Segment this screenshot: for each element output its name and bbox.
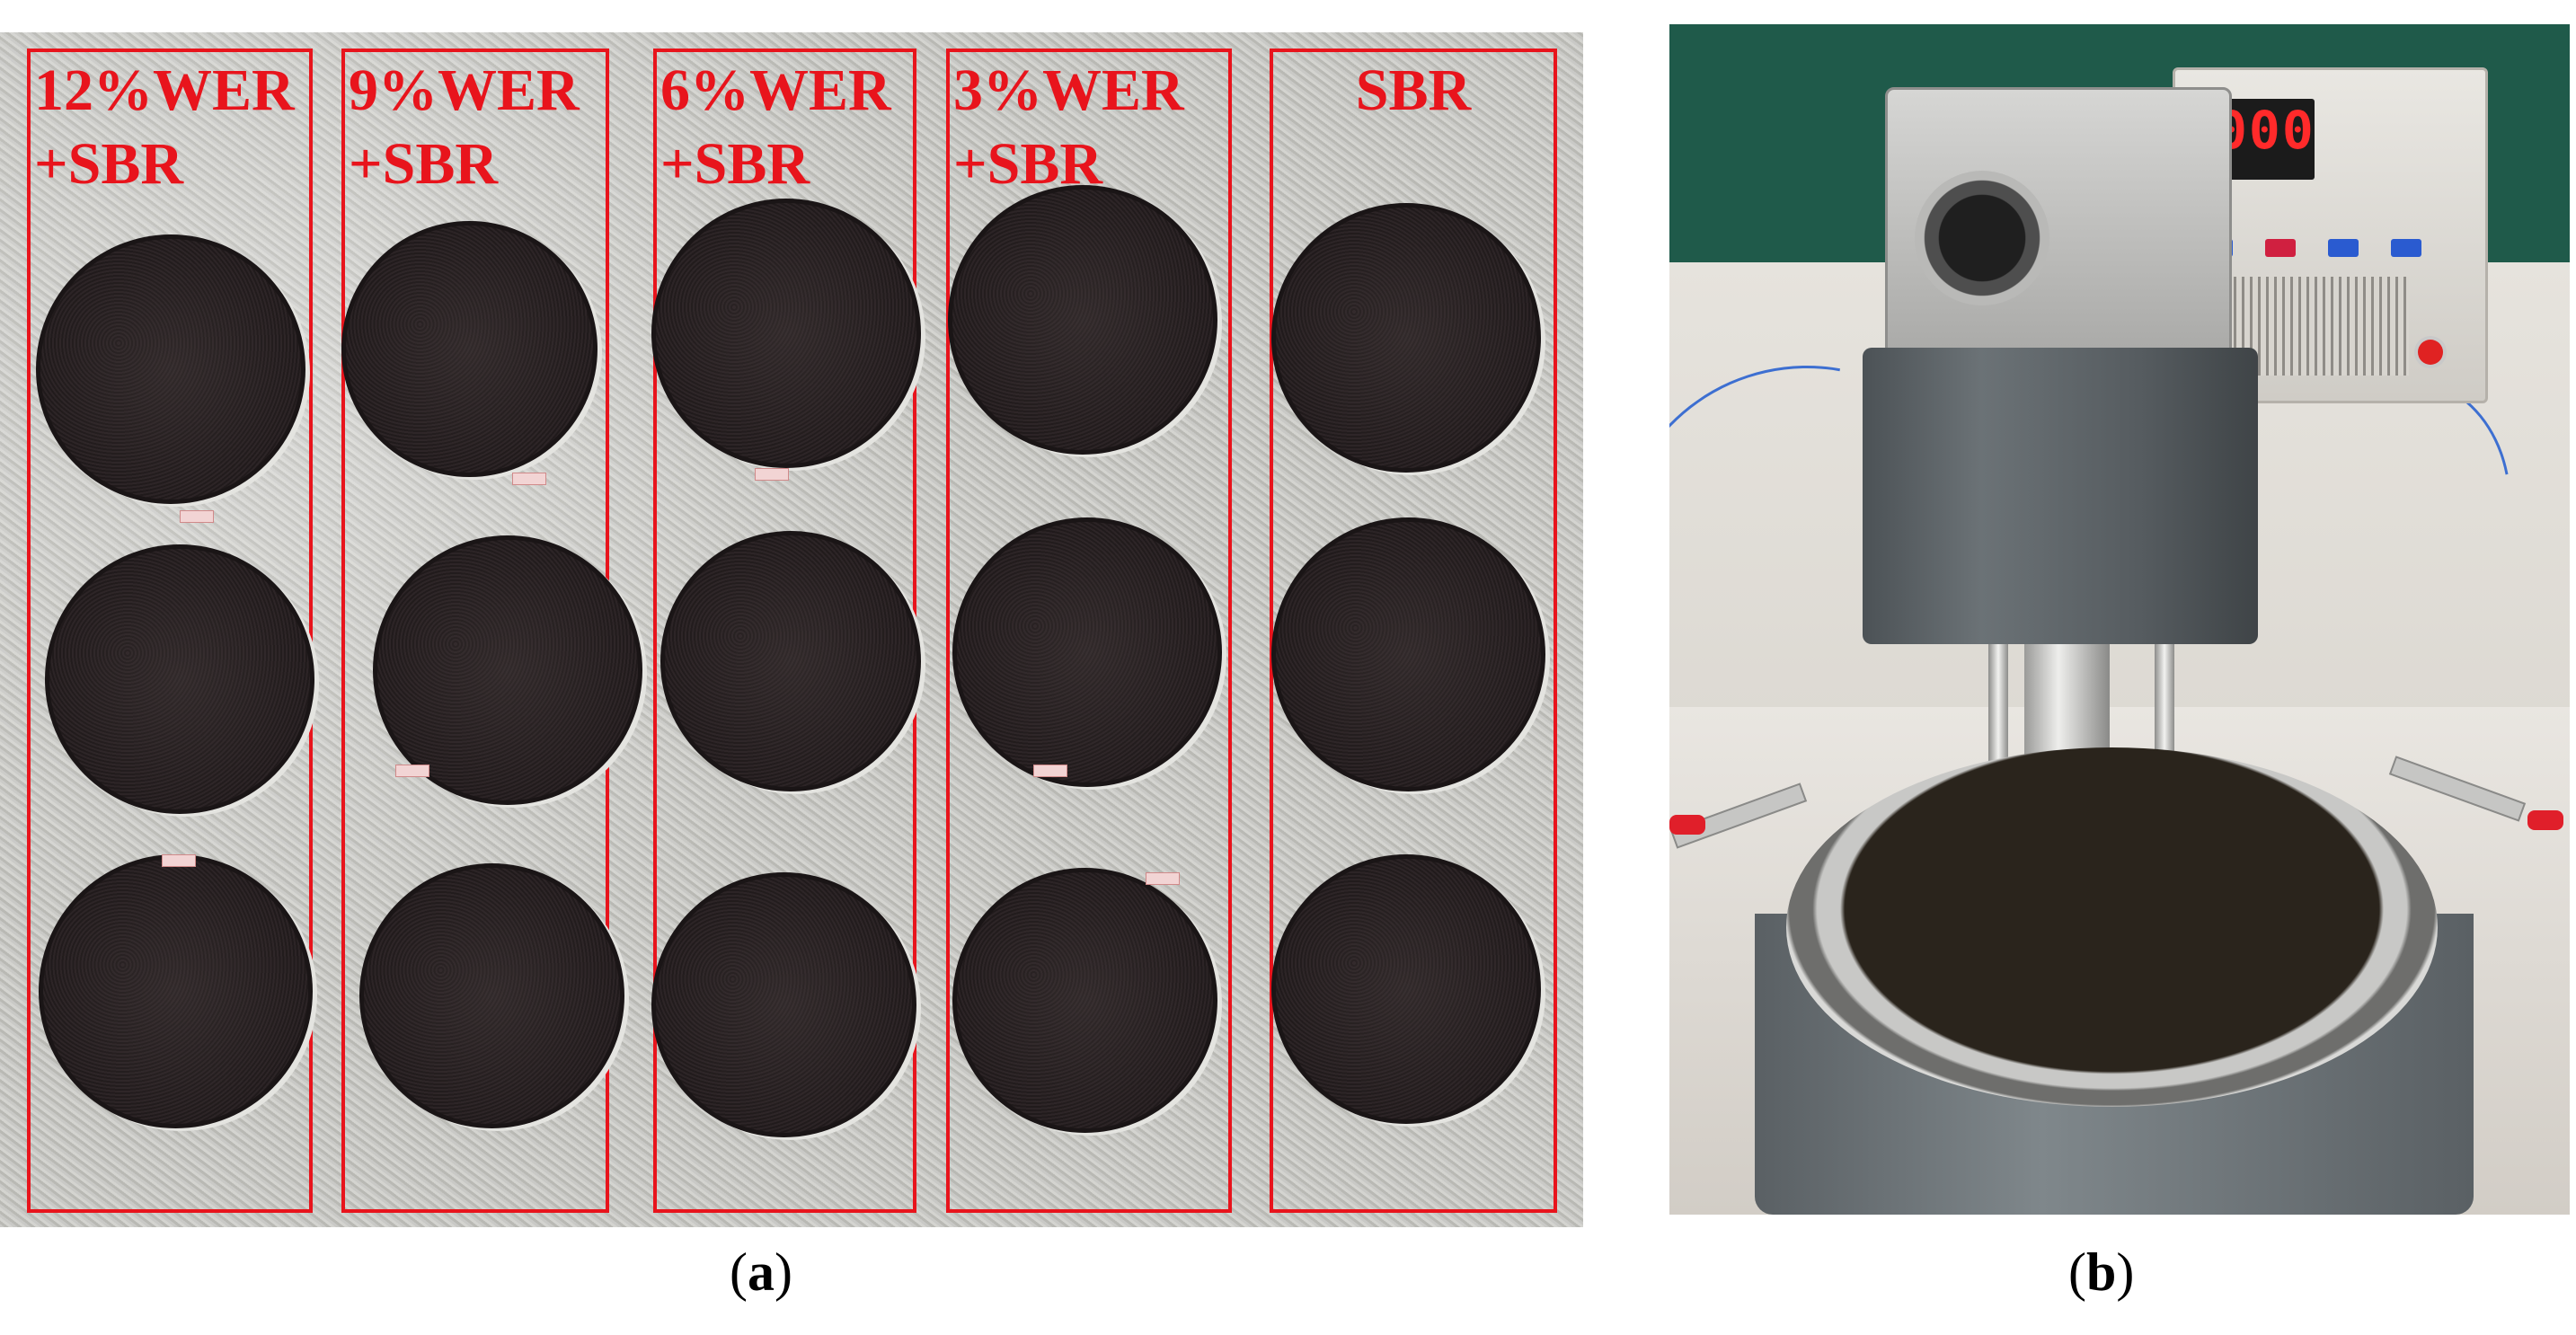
specimen-disc xyxy=(43,859,308,1124)
gearbox-motor xyxy=(1885,87,2232,362)
specimen-tag xyxy=(180,510,214,523)
clamp-handle xyxy=(2527,810,2563,830)
gear-opening xyxy=(1915,171,2049,305)
clamp-handle xyxy=(1669,815,1705,835)
control-button xyxy=(2391,239,2421,257)
specimen-photo: 12%WER +SBR 9%WER +SBR 6%WER +SBR 3%WER … xyxy=(0,32,1583,1227)
column-label: 12%WER +SBR xyxy=(34,57,295,197)
specimen-disc xyxy=(957,872,1213,1128)
specimen-disc xyxy=(665,535,916,787)
specimen-tag xyxy=(395,765,429,777)
specimen-tag xyxy=(162,854,196,867)
column-box-3-wer: 3%WER +SBR xyxy=(946,49,1232,1213)
specimen-disc xyxy=(1276,208,1536,468)
specimen-tag xyxy=(1146,872,1180,885)
specimen-disc xyxy=(952,190,1213,450)
control-button xyxy=(2265,239,2296,257)
column-label: 9%WER +SBR xyxy=(349,57,580,197)
column-box-12-wer: 12%WER +SBR xyxy=(27,49,313,1213)
caption-b: (b) xyxy=(2068,1242,2135,1302)
specimen-disc xyxy=(346,225,593,473)
specimen-disc xyxy=(364,868,620,1124)
specimen-tag xyxy=(755,468,789,481)
column-box-6-wer: 6%WER +SBR xyxy=(653,49,916,1213)
water-bowl xyxy=(1786,747,2438,1107)
control-button xyxy=(2328,239,2359,257)
column-label: SBR xyxy=(1355,57,1472,123)
counter-display: 000 xyxy=(2216,99,2315,180)
specimen-disc xyxy=(1276,859,1536,1119)
specimen-disc xyxy=(656,877,912,1133)
specimen-disc xyxy=(40,239,301,500)
specimen-disc xyxy=(957,522,1217,782)
guide-post xyxy=(1988,644,2008,770)
specimen-disc xyxy=(49,549,310,809)
column-label: 6%WER +SBR xyxy=(660,57,891,197)
guide-post xyxy=(2155,644,2174,770)
caption-a: (a) xyxy=(730,1242,792,1302)
specimen-disc xyxy=(377,540,638,800)
power-button xyxy=(2418,340,2443,365)
column-label: 3%WER +SBR xyxy=(953,57,1184,197)
column-box-sbr: SBR xyxy=(1270,49,1557,1213)
specimen-disc xyxy=(1276,522,1541,787)
specimen-disc xyxy=(656,203,916,464)
specimen-tag xyxy=(1033,765,1067,777)
motor-cylinder xyxy=(1863,348,2258,644)
specimen-tag xyxy=(512,473,546,485)
abrasion-tester-photo: 000 xyxy=(1669,24,2570,1215)
